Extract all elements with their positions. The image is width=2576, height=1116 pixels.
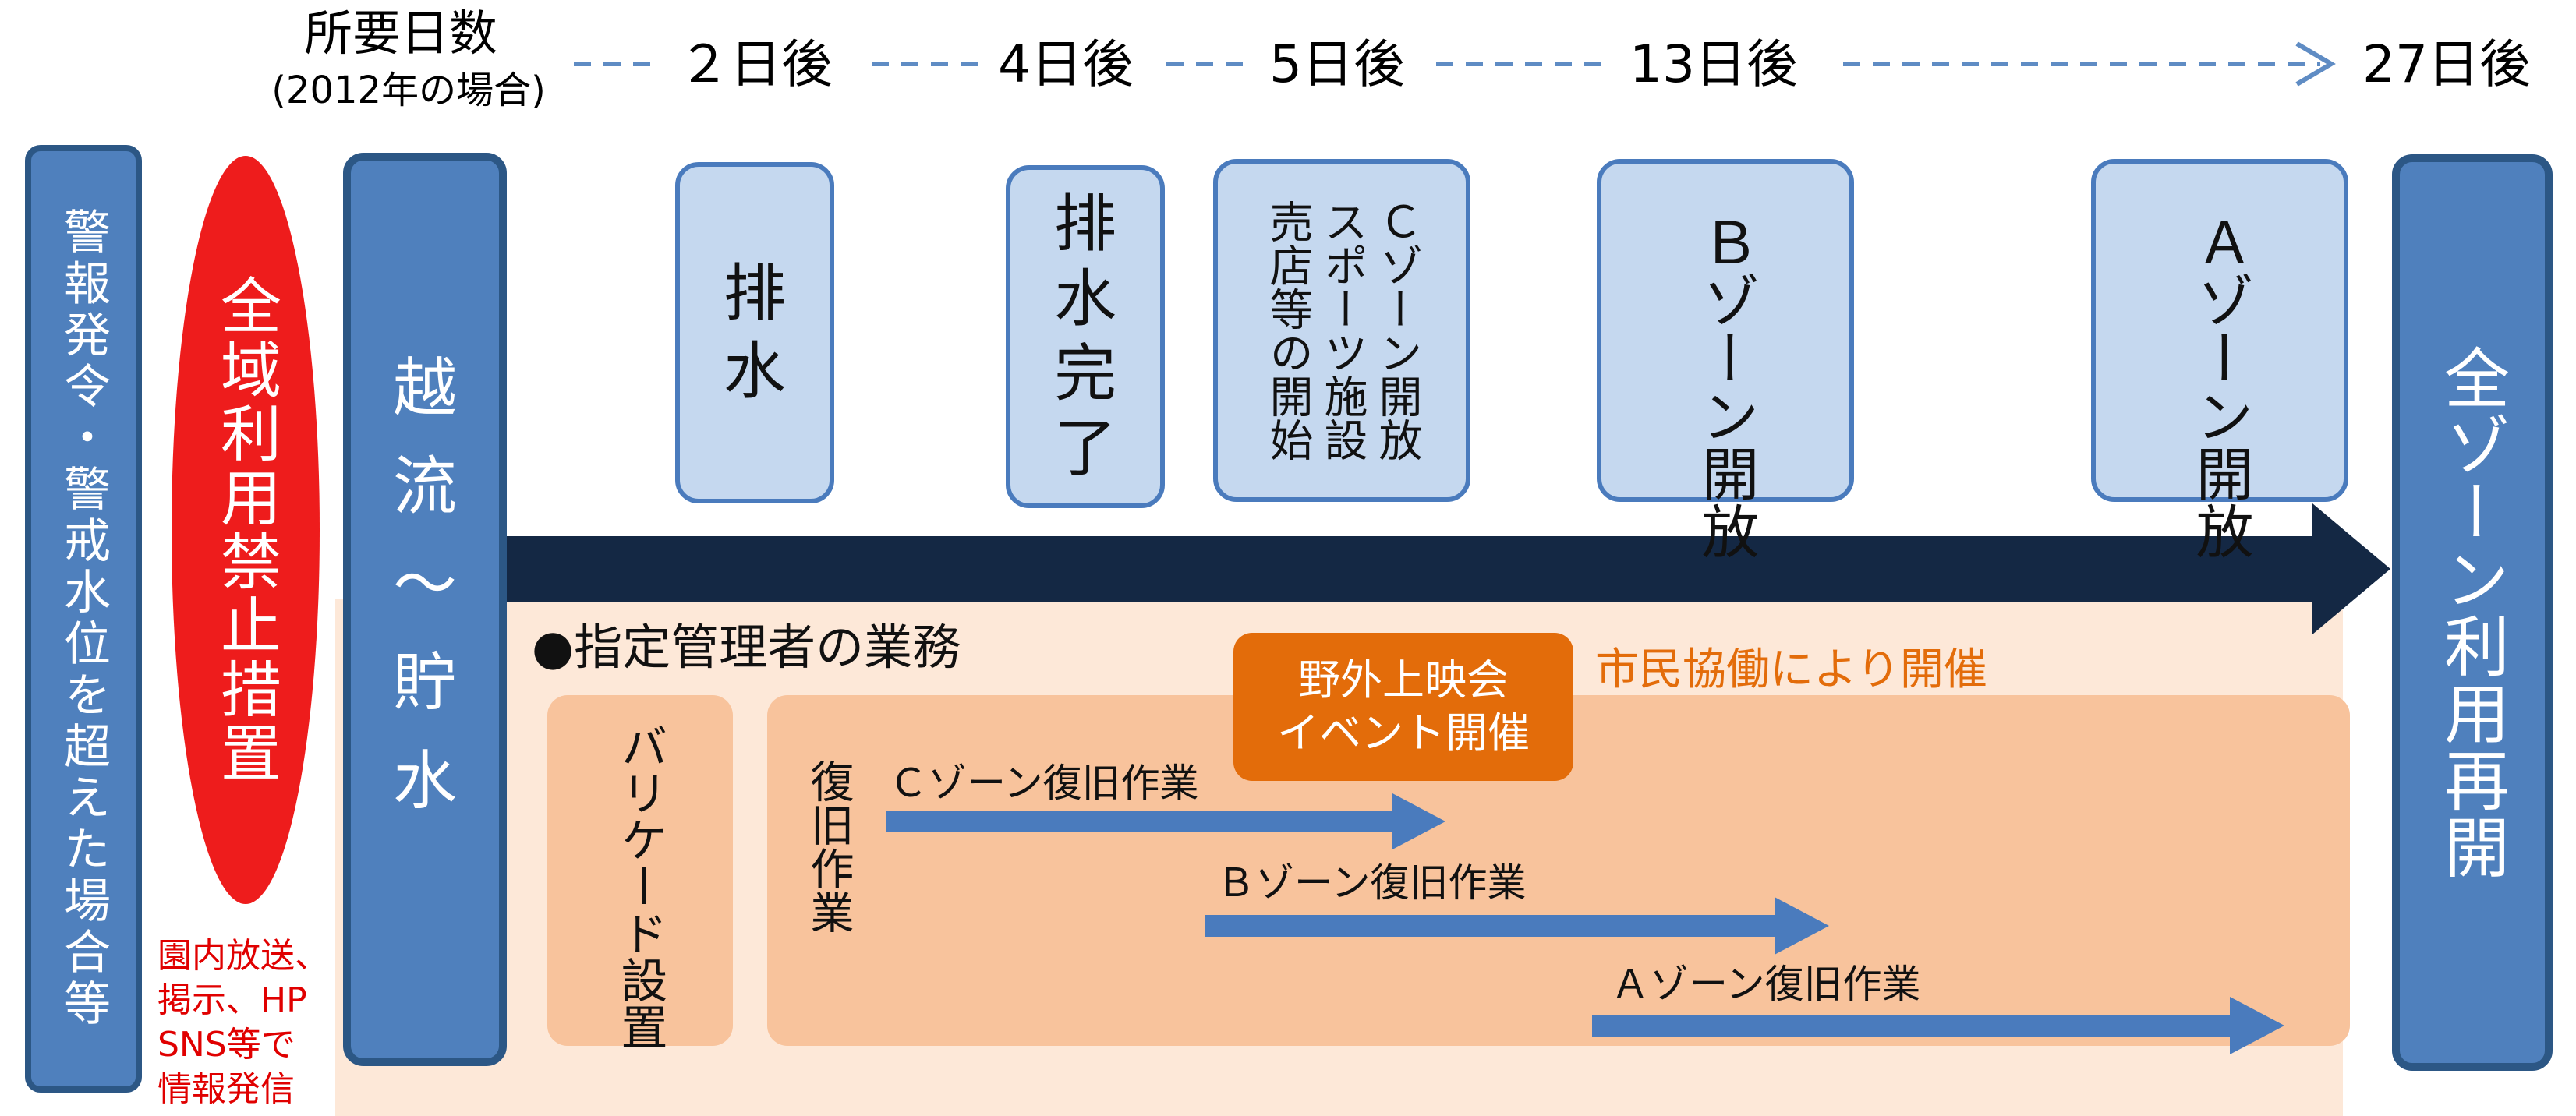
a-zone-task-label: Ａゾーン復旧作業	[1611, 962, 1921, 1007]
stage-a-zone-box: Ａゾーン開放	[2091, 159, 2348, 560]
overflow-char-5: 水	[392, 744, 457, 818]
main-timeline-arrow	[507, 503, 2390, 634]
full-reopen-text: 全ゾーン利用再開	[2433, 344, 2511, 881]
stage-b-zone-box: Ｂゾーン開放	[1597, 159, 1854, 560]
full-reopen-pillar: 全ゾーン利用再開	[2392, 154, 2553, 1071]
outdoor-event-line-2: イベント開催	[1277, 708, 1530, 758]
c-zone-task-label: Ｃゾーン復旧作業	[889, 761, 1199, 806]
stage-c-zone-box: Ｃゾーン開放 スポーツ施設 売店等の開始	[1213, 159, 1470, 502]
timeline-arrowhead	[2295, 41, 2336, 87]
timeline-mark-day27: 27日後	[2362, 34, 2531, 94]
timeline-mark-day2: ２日後	[678, 34, 833, 94]
stage-c-zone-text: Ｃゾーン開放 スポーツ施設 売店等の開始	[1262, 200, 1422, 461]
manager-section-title: ●指定管理者の業務	[532, 619, 961, 676]
stage-a-zone-text: Ａゾーン開放	[2186, 214, 2253, 560]
overflow-char-4: 貯	[392, 646, 457, 720]
citizen-collaboration-note: 市民協働により開催	[1595, 645, 1987, 695]
stage-drain-box: 排 水	[675, 162, 834, 503]
notice-text: 園内放送、 掲示、HP SNS等で 情報発信	[157, 934, 341, 1111]
c-zone-task-arrow	[886, 793, 1445, 849]
overflow-storage-pillar: 越 流 ～ 貯 水	[343, 153, 507, 1066]
outdoor-event-box: 野外上映会 イベント開催	[1233, 633, 1573, 781]
usage-ban-text: 全域利用禁止措置	[211, 274, 281, 786]
overflow-char-3: ～	[392, 548, 457, 622]
a-zone-task-arrow	[1592, 997, 2284, 1054]
timeline-mark-day13: 13日後	[1629, 34, 1798, 94]
notice-line-1: 園内放送、	[157, 936, 329, 976]
barricade-text-wrap: バリケード設置	[547, 695, 733, 1050]
warning-condition-pillar: 警報発令・警戒水位を超えた場合等	[25, 145, 142, 1093]
b-zone-task-arrow	[1205, 897, 1829, 955]
warning-condition-text: 警報発令・警戒水位を超えた場合等	[55, 207, 111, 1030]
b-zone-task-label: Ｂゾーン復旧作業	[1216, 860, 1527, 906]
notice-line-4: 情報発信	[157, 1069, 295, 1109]
barricade-text: バリケード設置	[613, 722, 667, 1050]
overflow-char-2: 流	[392, 450, 457, 524]
stage-b-zone-text: Ｂゾーン開放	[1692, 214, 1759, 560]
stage-drain-text: 排 水	[724, 257, 786, 408]
stage-drain-complete-box: 排 水 完 了	[1006, 165, 1165, 508]
barricade-background	[547, 695, 733, 1046]
timeline-mark-day4: 4日後	[998, 34, 1134, 94]
timeline-header-title: 所要日数	[304, 5, 498, 62]
usage-ban-ellipse: 全域利用禁止措置	[172, 156, 320, 904]
stage-drain-complete-text: 排 水 完 了	[1054, 188, 1116, 485]
notice-line-2: 掲示、HP	[157, 980, 307, 1020]
timeline-mark-day5: 5日後	[1269, 34, 1405, 94]
overflow-char-1: 越	[392, 351, 457, 426]
restore-title-text: 復旧作業	[803, 759, 854, 934]
notice-line-3: SNS等で	[157, 1025, 295, 1065]
timeline-header-subtitle: (2012年の場合)	[271, 69, 546, 112]
outdoor-event-line-1: 野外上映会	[1298, 655, 1509, 705]
